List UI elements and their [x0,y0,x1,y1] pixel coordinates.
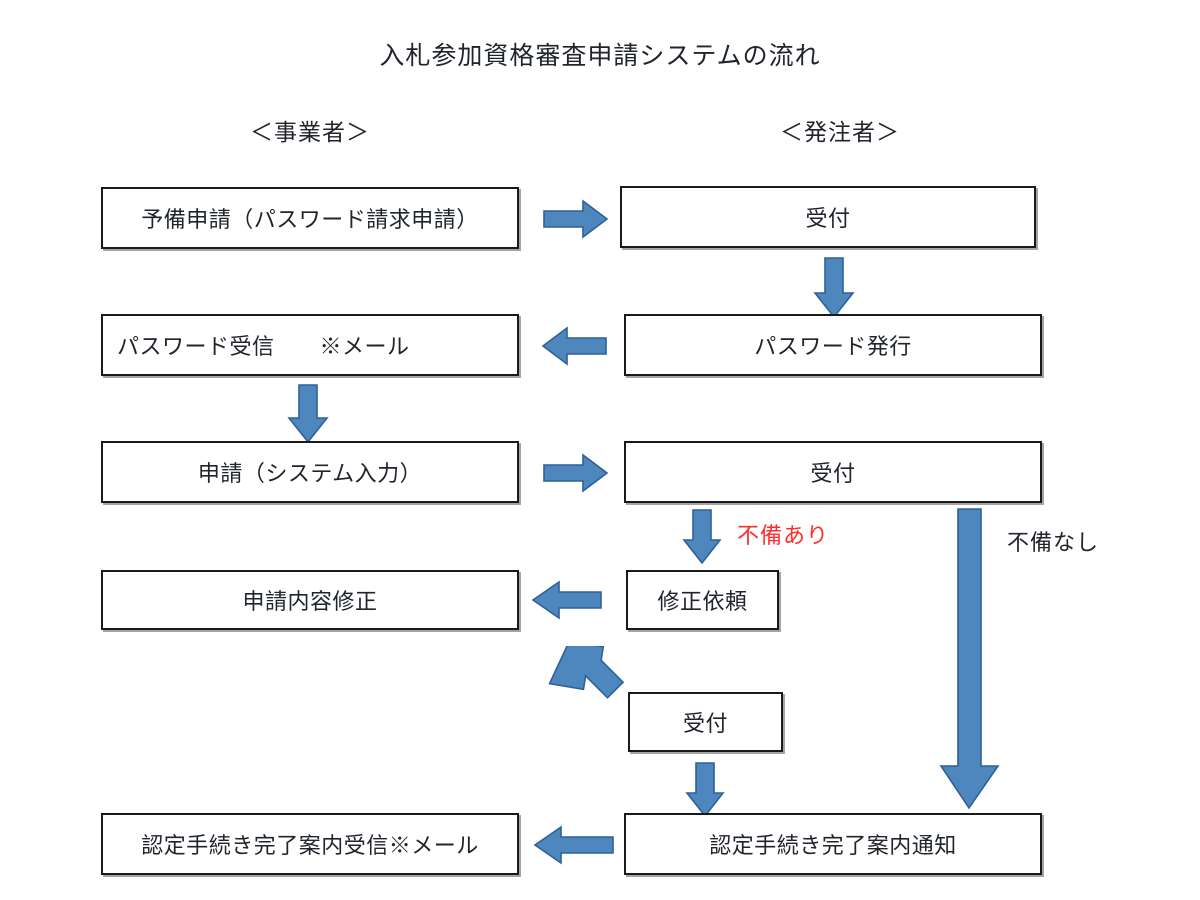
flag-no-defect: 不備なし [1007,530,1100,555]
box-password-receive[interactable]: パスワード受信 ※メール [101,314,519,376]
flag-has-defect: 不備あり [737,523,830,548]
box-completion-notice[interactable]: 認定手続き完了案内通知 [624,813,1042,875]
box-content-fix[interactable]: 申請内容修正 [101,570,519,630]
box-reception-1[interactable]: 受付 [620,186,1036,248]
arrow-down-reception3-to-completion [684,762,726,818]
arrow-right-row1 [543,198,609,240]
arrow-down-password-to-application [286,384,330,444]
arrow-down-defect-branch [681,509,723,565]
box-completion-receive[interactable]: 認定手続き完了案内受信※メール [101,813,519,875]
arrow-down-no-defect [938,508,1000,810]
column-header-orderer: ＜発注者＞ [780,120,900,145]
column-header-vendor: ＜事業者＞ [250,120,370,145]
arrow-left-row6 [533,824,615,866]
box-application-input[interactable]: 申請（システム入力） [101,441,519,503]
box-reception-3[interactable]: 受付 [628,692,783,752]
box-reception-2[interactable]: 受付 [624,441,1042,503]
arrow-right-row3 [543,452,609,494]
arrow-left-row4 [531,579,603,621]
box-password-issue[interactable]: パスワード発行 [624,314,1042,376]
box-fix-request[interactable]: 修正依頼 [626,570,779,630]
page-title: 入札参加資格審査申請システムの流れ [379,43,821,70]
arrow-diagonal-fix-to-reception3 [538,646,636,734]
arrow-left-row2 [541,325,607,367]
arrow-down-reception1-to-password [812,257,856,319]
box-pre-application[interactable]: 予備申請（パスワード請求申請） [101,187,519,249]
